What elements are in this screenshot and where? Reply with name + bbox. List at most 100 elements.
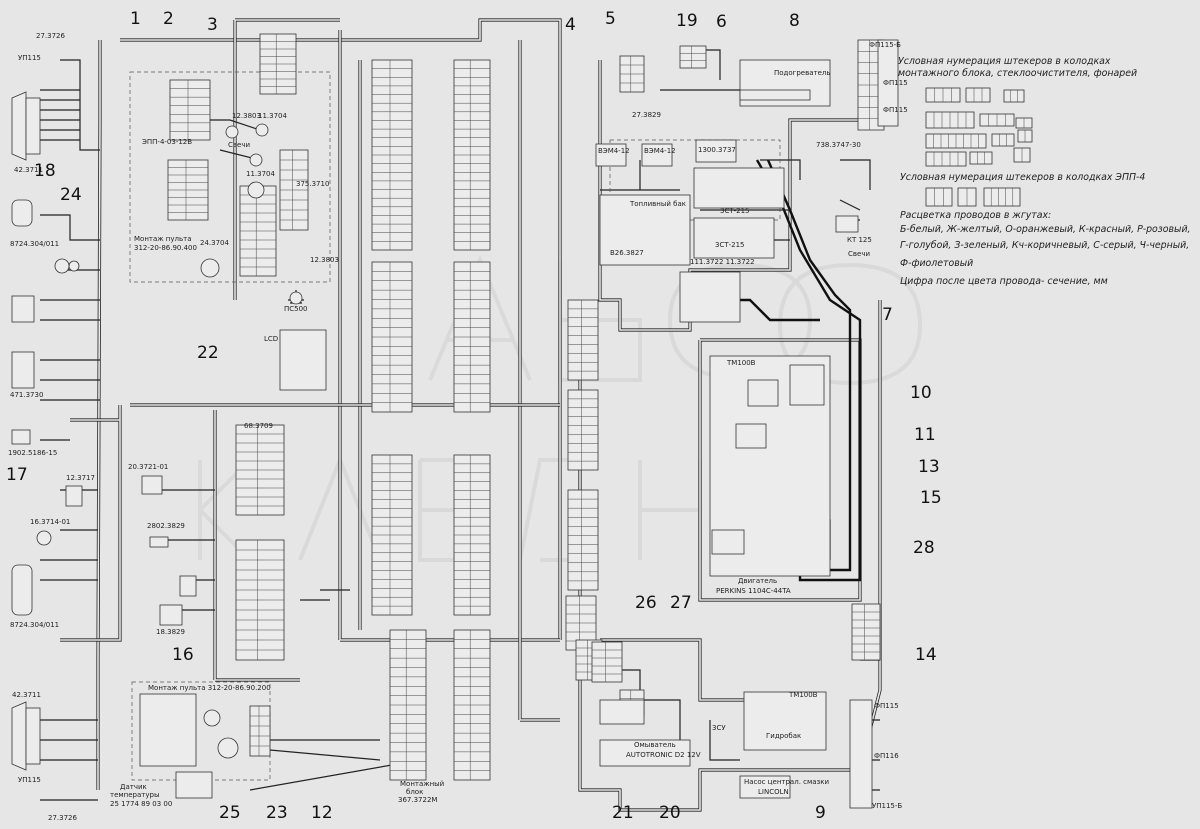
- component-label: Монтажный: [400, 780, 444, 788]
- callout-number: 21: [612, 803, 634, 823]
- component-label: ВЭМ4-12: [598, 147, 630, 155]
- pin-tile: [1003, 89, 1025, 103]
- callout-number: 8: [789, 11, 800, 31]
- note-epp-numbering: Условная нумерация штекеров в колодках Э…: [900, 172, 1145, 183]
- component-label: 42.3711: [12, 691, 41, 699]
- component-label: AUTOTRONIC D2 12V: [626, 751, 701, 759]
- component-labels: 27.3726УП11542.37118724.304/011471.37301…: [8, 32, 908, 822]
- note-colors-title: Расцветка проводов в жгутах:: [900, 210, 1051, 221]
- taillight-icon: [849, 699, 873, 809]
- callout-number: 25: [219, 803, 241, 823]
- component-label: 27.3726: [36, 32, 65, 40]
- note-plug-numbering-1: Условная нумерация штекеров в колодках: [898, 56, 1111, 67]
- fuse-block-icon: [679, 271, 741, 323]
- terminal-block: [851, 603, 881, 661]
- wiper-motor-icon: [11, 351, 35, 389]
- component-label: 11.3704: [258, 112, 287, 120]
- component-label: 25 1774 89 03 00: [110, 800, 172, 808]
- temp-sensor-block: [175, 771, 213, 799]
- console-knob-icon: [203, 709, 221, 727]
- callout-number: 24: [60, 185, 82, 205]
- work-lamp-icon: [11, 199, 33, 227]
- pin-tile: [925, 187, 953, 207]
- component-label: 68.3709: [244, 422, 273, 430]
- pin-tile: [965, 87, 991, 103]
- component-label: Свечи: [848, 250, 870, 258]
- component-label: ФП115-Б: [869, 41, 901, 49]
- component-label: 20.3721-01: [128, 463, 168, 471]
- component-label: 27.3829: [632, 111, 661, 119]
- component-label: ТМ100В: [788, 691, 818, 699]
- component-label: УП115: [18, 776, 41, 784]
- headlamp-body: [25, 707, 41, 765]
- component-label: Гидробак: [766, 732, 801, 740]
- battery-1: [693, 167, 785, 209]
- note-colors-line-1: Б-белый, Ж-желтый, О-оранжевый, К-красны…: [900, 224, 1191, 235]
- heater-connector: [739, 89, 811, 101]
- rotating-beacon-icon: [54, 258, 70, 274]
- washer-box: [599, 739, 691, 767]
- component-label: УП115: [18, 54, 41, 62]
- light-indicator-icon: [255, 123, 269, 137]
- callout-number: 1: [130, 9, 141, 29]
- component-label: 12.3803: [232, 112, 261, 120]
- hydraulic-tank-box: [743, 691, 827, 751]
- component-label: 11.3704: [246, 170, 275, 178]
- callout-number: 20: [659, 803, 681, 823]
- component-label: ФП115: [883, 79, 908, 87]
- component-label: 12.3803: [310, 256, 339, 264]
- callout-number: 14: [915, 645, 937, 665]
- component-label: блок: [406, 788, 423, 796]
- component-label: 12.3717: [66, 474, 95, 482]
- component-label: 471.3730: [10, 391, 43, 399]
- component-label: 18.3829: [156, 628, 185, 636]
- component-label: Двигатель: [738, 577, 777, 585]
- lubrication-pump-box: [739, 775, 791, 799]
- callout-number: 10: [910, 383, 932, 403]
- work-lamp-icon: [11, 564, 33, 616]
- washer-module-icon: [599, 699, 645, 725]
- console-gauge-icon: [217, 737, 239, 759]
- callout-number: 5: [605, 9, 616, 29]
- note-colors-line-3: Ф-фиолетовый: [900, 258, 973, 269]
- solenoid-valve-icon: [595, 143, 627, 167]
- starter-icon: [789, 364, 825, 406]
- component-label: ЭПП-4-03-12В: [142, 138, 192, 146]
- callout-number: 12: [311, 803, 333, 823]
- component-label: ФП116: [874, 752, 899, 760]
- callout-number: 19: [676, 11, 698, 31]
- component-label: 1300.3737: [698, 146, 736, 154]
- callout-number: 7: [882, 305, 893, 325]
- component-label: 27.3726: [48, 814, 77, 822]
- component-label: ВЭМ4-12: [644, 147, 676, 155]
- headlamp-icon: [11, 701, 27, 771]
- beacon-bulb-icon: [68, 260, 80, 272]
- component-label: 3СУ: [712, 724, 726, 732]
- ground-point-icon: [289, 291, 303, 305]
- component-label: 111.3722 11.3722: [690, 258, 755, 266]
- component-label: 2802.3829: [147, 522, 185, 530]
- pin-tile: [969, 151, 993, 165]
- component-label: 367.3722М: [398, 796, 437, 804]
- callout-number: 16: [172, 645, 194, 665]
- component-label: температуры: [110, 791, 159, 799]
- callout-number: 13: [918, 457, 940, 477]
- alternator-icon: [747, 379, 779, 407]
- stop-solenoid-icon: [735, 423, 767, 449]
- component-label: ФП115: [883, 106, 908, 114]
- sensor-icon: [149, 536, 169, 548]
- headlamp-icon: [11, 91, 27, 161]
- component-label: 3СТ-215: [720, 207, 750, 215]
- component-label: 3СТ-215: [715, 241, 745, 249]
- battery-2: [693, 217, 775, 259]
- component-label: В26.3827: [610, 249, 644, 257]
- callout-number: 22: [197, 343, 219, 363]
- callout-number: 2: [163, 9, 174, 29]
- component-label: Омыватель: [634, 741, 676, 749]
- pin-tile: [925, 151, 967, 167]
- component-label: Датчик: [120, 783, 147, 791]
- washer-pump-icon: [11, 429, 31, 445]
- console-switches: [139, 693, 197, 767]
